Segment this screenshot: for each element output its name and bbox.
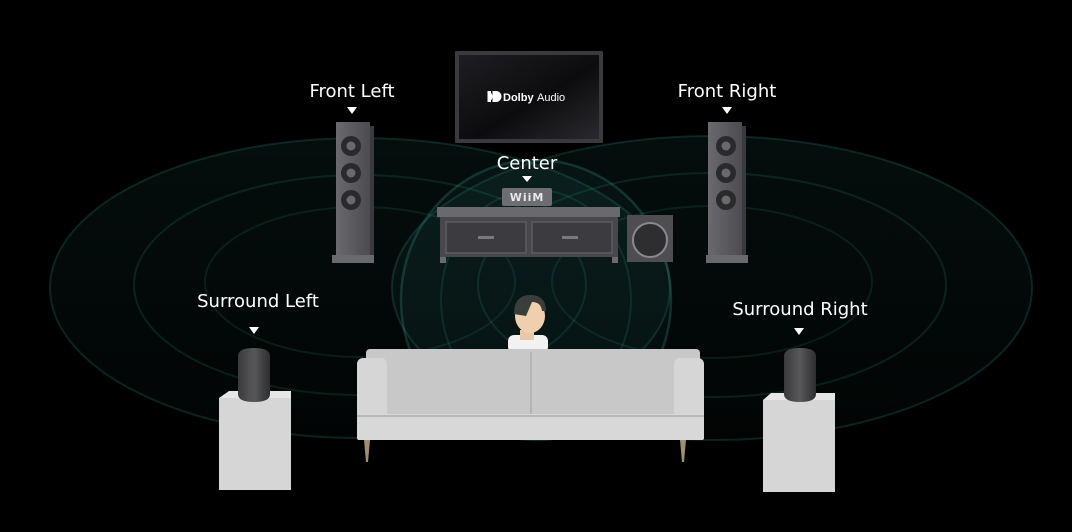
triangle-down-icon <box>794 328 804 335</box>
front-right-speaker <box>706 122 748 263</box>
label-center: Center <box>497 153 558 174</box>
soundbar-brand: WiiM <box>510 191 545 204</box>
front-left-speaker <box>332 122 374 263</box>
dolby-brand-mark: Dolby <box>503 92 534 104</box>
label-surround-right: Surround Right <box>732 299 867 320</box>
triangle-down-icon <box>522 176 532 182</box>
driver-icon <box>716 136 736 210</box>
label-front-left: Front Left <box>309 81 394 102</box>
label-front-right: Front Right <box>678 81 777 102</box>
label-surround-left: Surround Left <box>197 291 319 312</box>
surround-right-speaker <box>763 348 835 492</box>
surround-left-speaker <box>219 348 291 490</box>
dolby-double-d-icon <box>487 91 502 102</box>
tv-stand <box>437 207 620 263</box>
sofa <box>357 349 704 462</box>
driver-icon <box>341 136 361 210</box>
triangle-down-icon <box>249 327 259 334</box>
listener-person <box>508 294 548 353</box>
triangle-down-icon <box>347 107 357 114</box>
subwoofer <box>627 215 673 262</box>
center-soundbar: WiiM <box>502 188 552 206</box>
television: Dolby Audio <box>455 51 603 143</box>
dolby-brand-suffix: Audio <box>537 92 565 104</box>
speaker-labels: Front Left Front Right Center Surround L… <box>197 81 868 335</box>
triangle-down-icon <box>722 107 732 114</box>
